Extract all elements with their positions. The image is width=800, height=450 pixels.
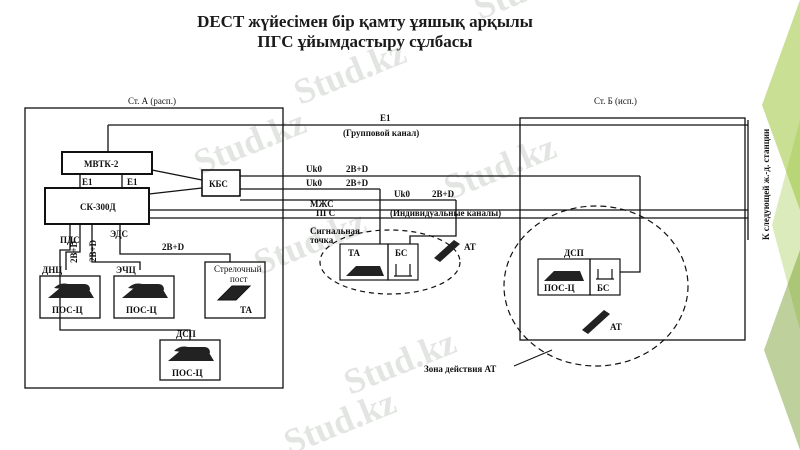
uk0-2-label: Uk0	[306, 178, 323, 188]
dsp-b-phone-icon	[544, 271, 584, 281]
station-b-box	[519, 117, 746, 341]
zone-label: Зона действия АТ	[424, 364, 496, 374]
at-b-phone-icon	[582, 310, 610, 334]
sk300-dnc-link	[65, 224, 81, 270]
next-station-label: К следующей ж.-д. станции	[761, 129, 771, 240]
bs-b-box	[589, 258, 621, 296]
sk300-box	[44, 187, 150, 225]
kbs-box	[201, 169, 241, 197]
watermark-6: Stud.kz	[468, 0, 592, 27]
strel-label-1: Стрелочный	[214, 264, 262, 274]
pos-c-b-label: ПОС-Ц	[544, 283, 575, 293]
sk300-kbs-link	[148, 187, 203, 195]
e1-line-label: E1	[380, 113, 391, 123]
kbs-label: КБС	[209, 179, 228, 189]
pos-c-3-label: ПОС-Ц	[172, 368, 203, 378]
b2d-3-label: 2B+D	[432, 189, 455, 199]
accent-shape-mid	[772, 120, 800, 330]
trunk-lines: E1 (Групповой канал) Uk0 2B+D Uk0 2B+D U…	[107, 113, 771, 273]
station-a: Ст. А (расп.) МВТК-2 СК-300Д E1 E1 КБС П…	[24, 96, 284, 389]
watermark-3: Stud.kz	[438, 126, 562, 207]
echc-label: ЭЧЦ	[116, 265, 136, 275]
signal-label-1: Сигнальная	[310, 226, 360, 236]
title-line-1: DECT жүйесімен бір қамту ұяшық арқылы	[197, 12, 533, 31]
individual-channels-label: (Индивидуальные каналы)	[390, 208, 501, 218]
pgs-label: ПГС	[316, 208, 335, 218]
accent-shape-bottom	[764, 250, 800, 450]
e1-right-label: E1	[127, 177, 138, 187]
watermark-7: Stud.kz	[278, 381, 402, 450]
phone-icon-2	[122, 283, 168, 298]
uk0-3-label: Uk0	[394, 189, 411, 199]
pos-c-1-label: ПОС-Ц	[52, 305, 83, 315]
mzhs-label: МЖС	[310, 199, 334, 209]
station-b-label: Ст. Б (исп.)	[594, 96, 637, 106]
b2d-a-label: 2B+D	[162, 242, 185, 252]
accent-shape-top	[762, 0, 800, 210]
bs-b-antenna-icon	[596, 269, 614, 280]
watermark-1: Stud.kz	[288, 31, 412, 112]
watermark-5: Stud.kz	[338, 321, 462, 402]
ta-signal-label: ТА	[348, 248, 361, 258]
bs-signal-box	[387, 243, 419, 281]
watermarks: Stud.kz Stud.kz Stud.kz Stud.kz Stud.kz …	[188, 0, 592, 450]
sk300-strel-link	[119, 224, 231, 262]
b2d-1-label: 2B+D	[346, 164, 369, 174]
station-a-label: Ст. А (расп.)	[128, 96, 176, 106]
mvtk-box	[61, 151, 153, 175]
decorative-accent-shapes	[762, 0, 800, 450]
zone-pointer-line	[513, 349, 553, 367]
dsp-a-label: ДСП	[176, 329, 196, 339]
title-line-2: ПГС ұйымдастыру сұлбасы	[257, 32, 473, 51]
at-signal-phone-icon	[434, 240, 460, 262]
uk0-1-label: Uk0	[306, 164, 323, 174]
pos-c-2-box	[113, 275, 175, 319]
dnc-label: ДНЦ	[42, 265, 62, 275]
dsp-b-label: ДСП	[564, 248, 584, 258]
strel-label-2: пост	[230, 274, 248, 284]
at-zone-ellipse	[503, 205, 689, 367]
e1-left-label: E1	[82, 177, 93, 187]
phone-icon-1	[48, 283, 94, 298]
bs-b-label: БС	[597, 283, 609, 293]
mvtk-kbs-link	[151, 169, 203, 181]
signal-point: Сигнальная точка ТА БС АТ	[310, 226, 476, 295]
group-channel-label: (Групповой канал)	[343, 128, 419, 138]
uk0-3-to-bs-signal	[409, 200, 457, 244]
ta-signal-phone-icon	[346, 266, 384, 276]
sk300-label: СК-300Д	[80, 202, 117, 212]
ta-strel-label: ТА	[240, 305, 253, 315]
signal-label-2: точка	[310, 235, 334, 245]
sk300-echc-link	[91, 224, 141, 270]
b2d-vertical-2: 2B+D	[88, 239, 98, 262]
pos-c-3-box	[159, 339, 221, 381]
uk0-1-to-bs-b	[620, 176, 641, 273]
bs-signal-label: БС	[395, 248, 407, 258]
mvtk-label: МВТК-2	[84, 159, 119, 169]
strel-post-box	[204, 261, 266, 319]
elds-label: ЭДС	[110, 229, 128, 239]
at-signal-label: АТ	[464, 242, 476, 252]
ta-strel-icon	[216, 285, 252, 301]
phone-icon-3	[168, 346, 214, 361]
at-b-label: АТ	[610, 322, 622, 332]
b2d-2-label: 2B+D	[346, 178, 369, 188]
pos-c-1-box	[39, 275, 101, 319]
pos-c-2-label: ПОС-Ц	[126, 305, 157, 315]
signal-zone-ellipse	[319, 229, 461, 295]
bs-signal-antenna-icon	[394, 264, 412, 277]
station-a-box	[24, 107, 284, 389]
page-title: DECT жүйесімен бір қамту ұяшық арқылы ПГ…	[0, 12, 730, 52]
station-b: Ст. Б (исп.) ДСП ПОС-Ц БС АТ Зона действ…	[424, 96, 746, 374]
